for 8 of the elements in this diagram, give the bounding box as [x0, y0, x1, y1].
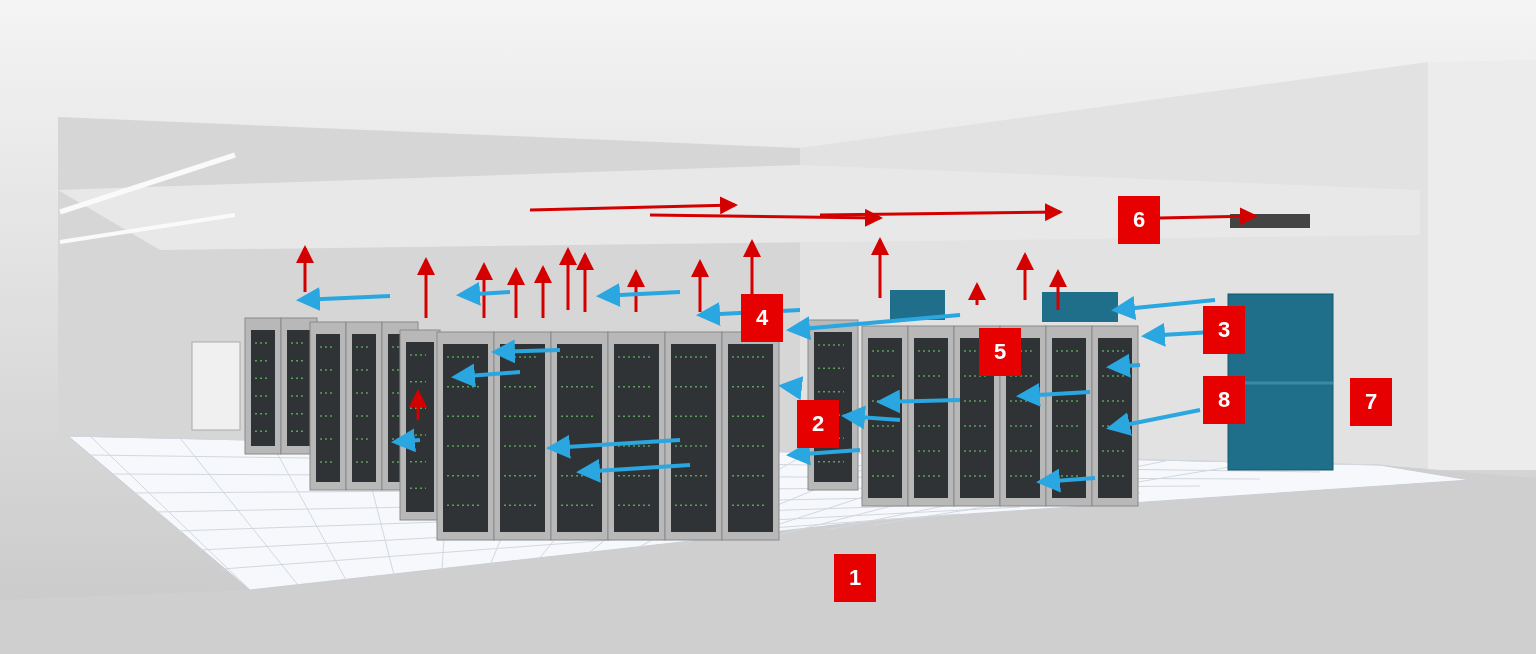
callout-number: 3 — [1203, 306, 1245, 354]
callout-number: 8 — [1203, 376, 1245, 424]
callout-number: 2 — [797, 400, 839, 448]
callout-number: 6 — [1118, 196, 1160, 244]
callout-number: 1 — [834, 554, 876, 602]
callout-number: 4 — [741, 294, 783, 342]
callout-number: 7 — [1350, 378, 1392, 426]
callout-number: 5 — [979, 328, 1021, 376]
